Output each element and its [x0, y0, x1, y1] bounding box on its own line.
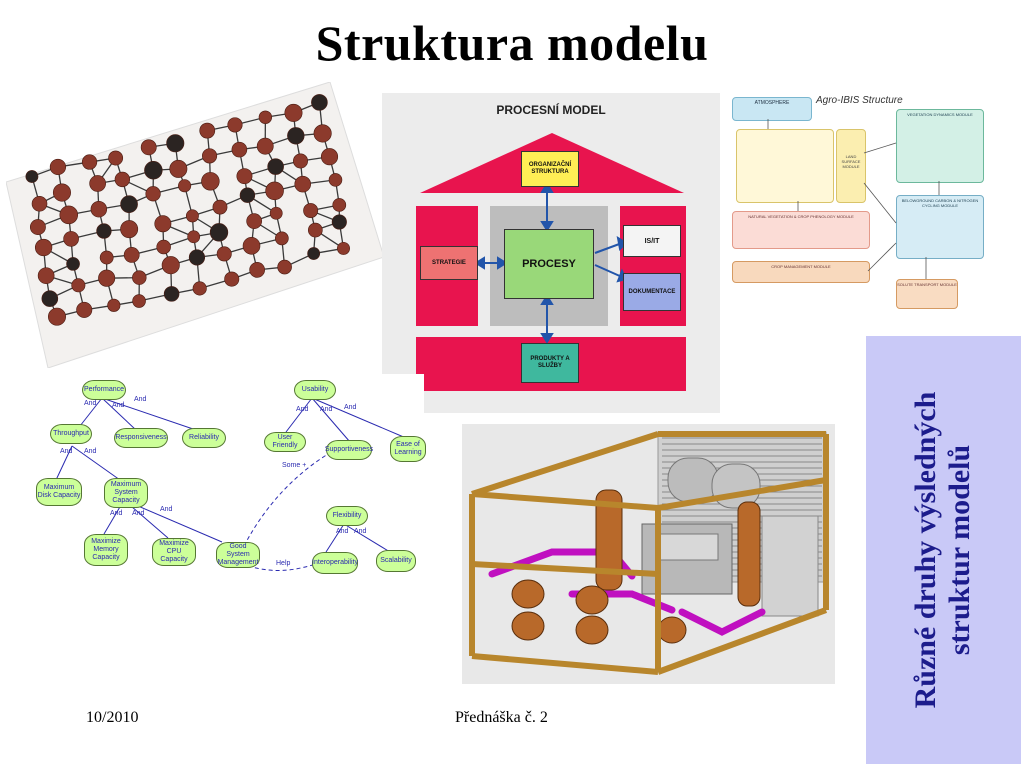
phenology-module-box: NATURAL VEGETATION & CROP PHENOLOGY MODU…: [732, 211, 870, 249]
belowground-cycling-box: BELOWGROUND CARBON & NITROGEN CYCLING MO…: [896, 195, 984, 259]
side-caption: Různé druhy výsledných struktur modelů: [909, 391, 976, 709]
process-model-title: PROCESNÍ MODEL: [496, 103, 606, 117]
footer-lecture: Přednáška č. 2: [455, 709, 548, 726]
node-reliability: Reliability: [182, 428, 226, 448]
node-throughput: Throughput: [50, 424, 92, 444]
node-max-cpu: Maximize CPU Capacity: [152, 538, 196, 566]
solute-transport-box: SOLUTE TRANSPORT MODULE: [896, 279, 958, 309]
link-label-and: And: [160, 506, 173, 513]
link-label-and: And: [112, 402, 125, 409]
footer-date: 10/2010: [86, 709, 139, 726]
link-label-and: And: [110, 510, 123, 517]
link-label-some-plus: Some +: [282, 462, 307, 469]
atmosphere-box: ATMOSPHERE: [732, 97, 812, 121]
link-label-and: And: [296, 406, 309, 413]
node-responsiveness: Responsiveness: [114, 428, 168, 448]
node-flexibility: Flexibility: [326, 506, 368, 526]
node-max-disk: Maximum Disk Capacity: [36, 478, 82, 506]
is-it-box: IS/IT: [623, 225, 681, 257]
link-label-and: And: [132, 510, 145, 517]
link-label-and: And: [336, 528, 349, 535]
agro-ibis-diagram: Agro-IBIS Structure ATMOSPHERE LAND SURF…: [728, 93, 986, 321]
goal-graph-diagram: Performance Throughput Responsiveness Re…: [36, 374, 426, 582]
link-label-and: And: [60, 448, 73, 455]
link-label-and: And: [134, 396, 147, 403]
cad-equipment-drawing: [462, 424, 835, 684]
link-label-and: And: [84, 448, 97, 455]
link-label-and: And: [354, 528, 367, 535]
processes-box: PROCESY: [504, 229, 594, 299]
molecular-model-drawing: [6, 82, 384, 368]
node-scalability: Scalability: [376, 550, 416, 572]
crop-management-box: CROP MANAGEMENT MODULE: [732, 261, 870, 283]
node-supportiveness: Supportiveness: [325, 440, 373, 460]
process-model-diagram: PROCESNÍ MODEL ORGANIZAČNÍ STRUKTURA STR…: [382, 93, 720, 413]
node-interoperability: Interoperability: [312, 552, 358, 574]
vegetation-dynamics-box: VEGETATION DYNAMICS MODULE: [896, 109, 984, 183]
molecular-model-photo: [6, 82, 384, 368]
slide-title: Struktura modelu: [315, 15, 709, 71]
node-ease-of-learning: Ease of Learning: [390, 436, 426, 462]
node-user-friendly: User Friendly: [264, 432, 306, 452]
strategy-box: STRATEGIE: [420, 246, 478, 280]
node-max-system: Maximum System Capacity: [104, 478, 148, 508]
agro-ibis-arrows: [767, 119, 940, 279]
node-good-system-mgmt: Good System Management: [216, 542, 260, 568]
organization-structure-box: ORGANIZAČNÍ STRUKTURA: [521, 151, 579, 187]
products-services-box: PRODUKTY A SLUŽBY: [521, 343, 579, 383]
link-label-and: And: [84, 400, 97, 407]
link-label-help: Help: [276, 560, 291, 567]
agro-ibis-title: Agro-IBIS Structure: [816, 95, 903, 106]
land-surface-box: LAND SURFACE MODULE: [836, 129, 866, 203]
side-caption-panel: Různé druhy výsledných struktur modelů: [866, 336, 1021, 764]
cad-equipment-render: [462, 424, 835, 684]
land-surface-sub-box: [736, 129, 834, 203]
node-performance: Performance: [82, 380, 126, 400]
link-label-and: And: [344, 404, 357, 411]
node-usability: Usability: [294, 380, 336, 400]
node-max-memory: Maximize Memory Capacity: [84, 534, 128, 566]
link-label-and: And: [320, 406, 333, 413]
documentation-box: DOKUMENTACE: [623, 273, 681, 311]
